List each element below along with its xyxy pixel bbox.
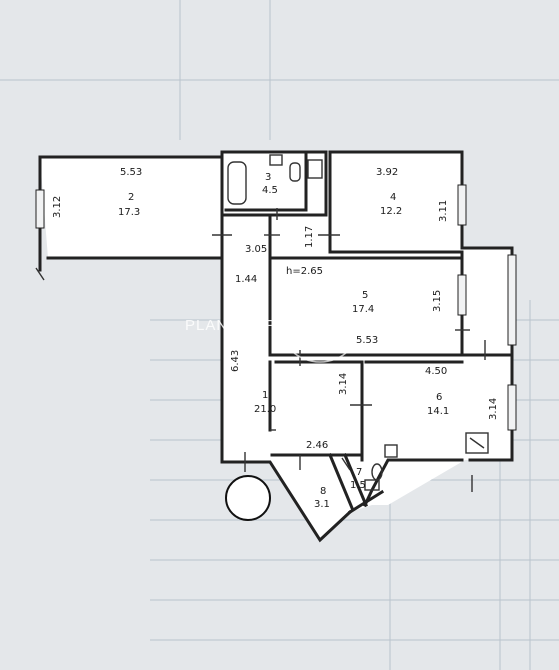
- room-7-number: 7: [356, 467, 362, 478]
- room-6-number: 6: [436, 392, 442, 403]
- room-4-depth: 3.11: [438, 200, 449, 222]
- inner-walls: [220, 150, 514, 510]
- room-6-depth: 3.14: [488, 398, 499, 420]
- bathtub-icon: [227, 161, 247, 205]
- room-5-area: 17.4: [352, 304, 374, 315]
- room-8-number: 8: [320, 486, 326, 497]
- room-5-width: 5.53: [356, 335, 378, 346]
- room-4-width: 3.92: [376, 167, 398, 178]
- room-7-area: 1.5: [350, 480, 366, 491]
- room-2-area: 17.3: [118, 207, 140, 218]
- room-4-area: 12.2: [380, 206, 402, 217]
- room-2-depth: 3.12: [52, 196, 63, 218]
- watermark-globe: [277, 277, 363, 363]
- room-1-area: 21.0: [254, 404, 276, 415]
- door-marks: [35, 208, 486, 492]
- room-2-number: 2: [128, 192, 134, 203]
- stove-mark: [469, 437, 485, 449]
- room-2-width: 5.53: [120, 167, 142, 178]
- hall-depth: 1.17: [304, 226, 315, 248]
- window-room-4: [457, 184, 467, 226]
- sink-icon: [269, 154, 283, 166]
- corridor-width: 1.44: [235, 274, 257, 285]
- shaft-icon: [307, 159, 323, 179]
- window-room-5: [457, 274, 467, 316]
- plan-area: [40, 152, 512, 540]
- room-4-number: 4: [390, 192, 396, 203]
- room-5-depth: 3.15: [432, 290, 443, 312]
- hall-length: 6.43: [230, 350, 241, 372]
- watermark-text: PLANETS PLACE: [185, 317, 320, 334]
- hall-width: 3.05: [245, 244, 267, 255]
- room-3-area: 4.5: [262, 185, 278, 196]
- window-room-2: [35, 189, 45, 229]
- kitchen-sink-icon: [384, 444, 398, 458]
- room-3-number: 3: [265, 172, 271, 183]
- room-8-area: 3.1: [314, 499, 330, 510]
- outer-walls: [38, 150, 514, 543]
- hall-lower-depth: 3.14: [338, 373, 349, 395]
- entrance-circle: [225, 475, 271, 521]
- wc-sink-icon: [364, 479, 380, 491]
- stove-icon: [465, 432, 489, 454]
- toilet-icon: [289, 162, 301, 182]
- room-1-number: 1: [262, 390, 268, 401]
- room-6-width: 4.50: [425, 366, 447, 377]
- room-6-area: 14.1: [427, 406, 449, 417]
- hall-lower-width: 2.46: [306, 440, 328, 451]
- window-loggia: [507, 254, 517, 346]
- window-room-6: [507, 384, 517, 431]
- ceiling-height: h=2.65: [286, 266, 323, 277]
- room-labels: 5.53 2 17.3 3.12 3 4.5 3.92 4 12.2 3.11 …: [52, 167, 499, 510]
- room-5-number: 5: [362, 290, 368, 301]
